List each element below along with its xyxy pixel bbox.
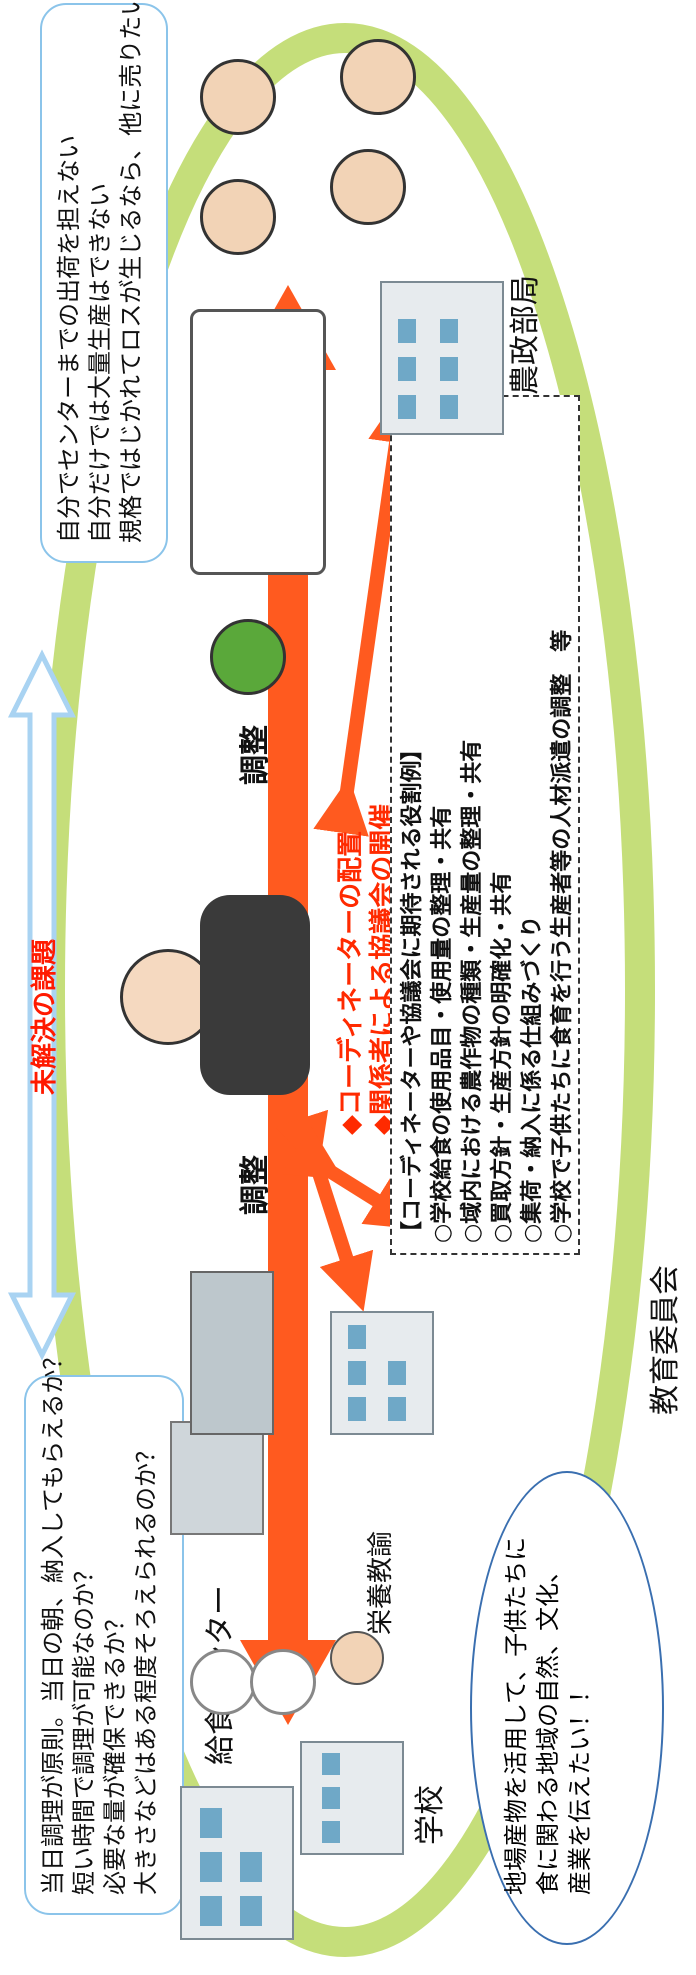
school-building	[300, 1741, 404, 1855]
cloud-text: 地場産物を活用して、子供たちに 食に関わる地域の自然、文化、 産業を伝えたい！！	[500, 1537, 596, 1895]
farmer-icon	[200, 179, 276, 255]
cloud-line-2: 食に関わる地域の自然、文化、	[534, 1559, 562, 1895]
roles-item-4: ○集荷・納入に係る仕組みづくり	[520, 915, 545, 1243]
delivery-person-icon	[210, 619, 286, 695]
fisherman-icon	[340, 39, 416, 115]
refrigerator-icon	[170, 1421, 264, 1535]
farmer-concern-line-1: 自分でセンターまでの出荷を担えない	[55, 135, 83, 543]
school-label: 学校	[413, 1785, 448, 1845]
coordinator-body	[200, 895, 310, 1095]
farmer-concern-line-2: 自分だけでは大量生産はできない	[86, 183, 114, 543]
center-concern-line-2: 短い時間で調理が可能なのか？	[70, 1559, 98, 1895]
cook-icon	[250, 1649, 316, 1715]
board-of-education-building	[330, 1311, 434, 1435]
nutrition-teacher-icon	[330, 1631, 384, 1685]
center-concern-line-1: 当日調理が原則。当日の朝、納入してもらえるか？	[39, 1345, 67, 1895]
agriculture-dept-building	[380, 281, 504, 435]
adjust-label-left: 調整	[238, 1155, 273, 1215]
roles-item-5: ○学校で子供たちに食育を行う生産者等の人材派遣の調整 等	[550, 629, 575, 1243]
center-concern-line-3: 必要な量が確保できるか？	[101, 1607, 129, 1895]
roles-item-2: ○域内における農作物の種類・生産量の整理・共有	[460, 739, 485, 1243]
roles-box: 【コーディネーターや協議会に期待される役割例】 ○学校給食の使用品目・使用量の整…	[390, 395, 580, 1255]
kitchen-worktable-icon	[190, 1271, 274, 1435]
adjust-label-right: 調整	[238, 725, 273, 785]
roles-item-3: ○買取方針・生産方針の明確化・共有	[490, 871, 515, 1243]
fisherman-icon	[330, 149, 406, 225]
nutrition-teacher-label: 栄養教諭	[366, 1530, 396, 1635]
farmer-concern-line-3: 規格ではじかれてロスが生じるなら、他に売りたい……	[117, 0, 145, 543]
farmer-concern-bubble: 自分でセンターまでの出荷を担えない 自分だけでは大量生産はできない 規格ではじか…	[40, 0, 168, 563]
issue-title: 未解決の課題	[30, 938, 60, 1095]
cloud-line-3: 産業を伝えたい！！	[566, 1679, 594, 1895]
farmer-icon	[200, 59, 276, 135]
center-concern-line-4: 大きさなどはある程度そろえられるのか？	[132, 1439, 160, 1895]
cook-icon	[190, 1649, 256, 1715]
roles-item-1: ○学校給食の使用品目・使用量の整理・共有	[430, 805, 455, 1243]
center-concern-bubble: 当日調理が原則。当日の朝、納入してもらえるか？ 短い時間で調理が可能なのか？ 必…	[24, 1345, 184, 1915]
board-of-education-label: 教育委員会	[648, 1265, 683, 1415]
agriculture-dept-label: 農政部局	[508, 275, 543, 395]
delivery-truck-icon	[190, 309, 326, 575]
kyushoku-center-building	[180, 1786, 294, 1940]
roles-title: 【コーディネーターや協議会に期待される役割例】	[400, 738, 425, 1243]
cloud-line-1: 地場産物を活用して、子供たちに	[502, 1536, 530, 1895]
